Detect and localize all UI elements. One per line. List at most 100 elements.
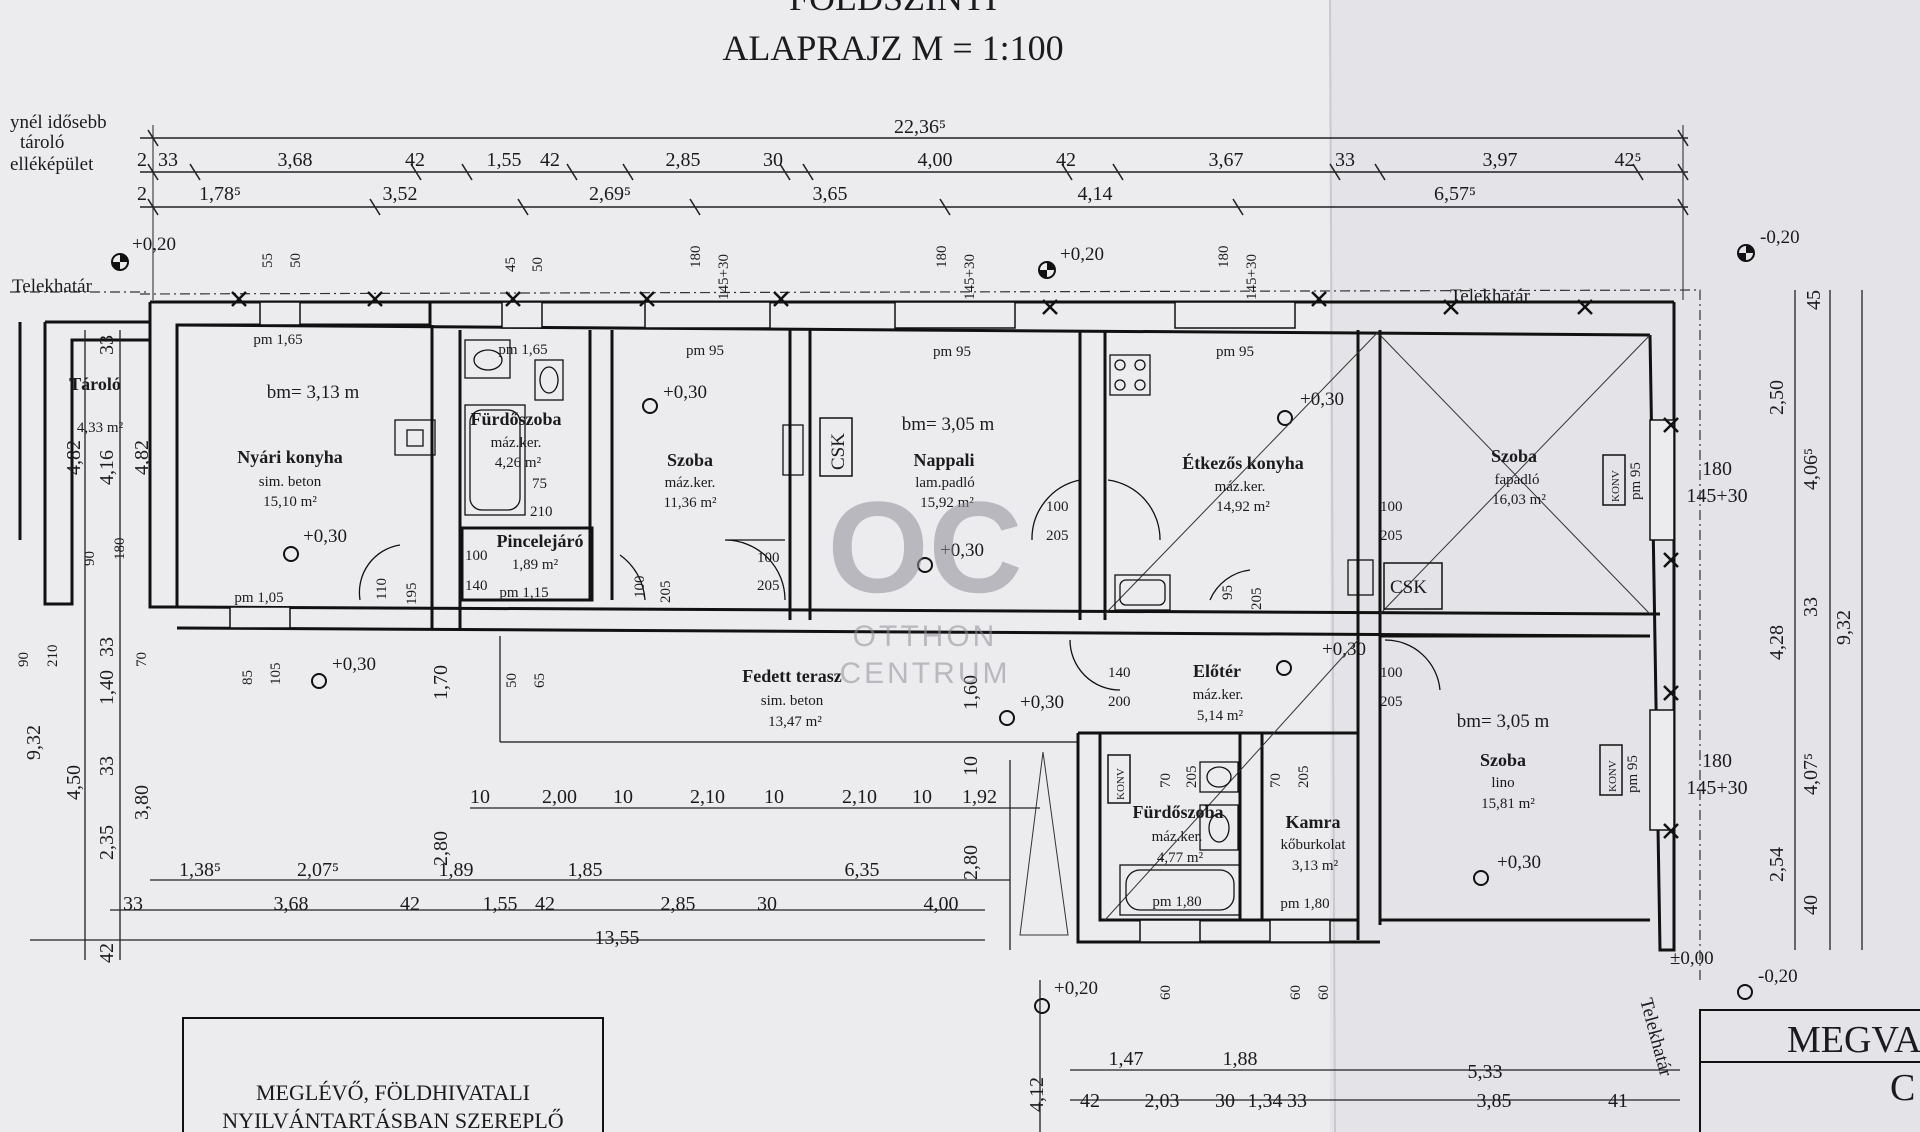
opening-dim: 50 — [530, 257, 546, 272]
door-label: 60 — [1316, 985, 1332, 1000]
door-label: 205 — [1380, 528, 1403, 544]
room-area: 16,03 m² — [1492, 492, 1546, 508]
dim-top-r1: 42 — [405, 149, 425, 171]
door-label: 90 — [82, 551, 98, 566]
dim-top-r2: 4,14 — [1078, 183, 1113, 205]
watermark: OC OTTHON CENTRUM — [828, 474, 1023, 690]
level-label: +0,30 — [940, 540, 984, 561]
room-area: 15,10 m² — [263, 494, 317, 510]
dim-right: 40 — [1800, 895, 1822, 915]
room-height: bm= 3,05 m — [902, 414, 995, 435]
dim-bottom-r2: 42 — [535, 893, 555, 915]
legend-box — [182, 1017, 604, 1132]
dim-bottom-r1: 6,35 — [845, 859, 880, 881]
room-area: 5,14 m² — [1197, 708, 1244, 724]
door-label: 70 — [134, 652, 150, 667]
door-label: 70 — [1268, 773, 1284, 788]
dim-bottom-r2: 2,85 — [661, 893, 696, 915]
csk-label: CSK — [828, 433, 849, 470]
dim-right: 4,06⁵ — [1800, 448, 1822, 490]
dim-bottom-r1: 1,89 — [439, 859, 474, 881]
level-label: +0,20 — [1054, 978, 1098, 999]
room-detail: máz.ker. — [665, 475, 716, 491]
konv-label: KONV — [1610, 470, 1622, 502]
room-detail: sim. beton — [259, 474, 322, 490]
room-detail: lino — [1491, 775, 1514, 791]
dim-top-r1: 42 — [1056, 149, 1076, 171]
dim-top-r1: 1,55 — [487, 149, 522, 171]
dim-bottom-r1: 2,07⁵ — [297, 859, 339, 881]
door-label: 95 — [1220, 585, 1236, 600]
door-label: 110 — [374, 578, 390, 600]
dim-bottom-r2: 3,68 — [274, 893, 309, 915]
dim-mid: 1,92 — [962, 786, 997, 808]
door-label: 70 — [1158, 773, 1174, 788]
door-label: 90 — [16, 652, 32, 667]
opening-dim: 145+30 — [1244, 254, 1260, 300]
dim-right: 180 — [1702, 750, 1732, 772]
level-label: +0,20 — [1060, 244, 1104, 265]
dim-mid: 2,10 — [842, 786, 877, 808]
opening-dim: 180 — [1216, 246, 1232, 269]
door-label: 195 — [404, 583, 420, 606]
dim-top-r1: 2,85 — [666, 149, 701, 171]
level-label: +0,30 — [1300, 389, 1344, 410]
opening-dim: 55 — [260, 253, 276, 268]
opening-dim: 50 — [288, 253, 304, 268]
dim-right: 145+30 — [1686, 485, 1747, 507]
dim-mid: 10 — [764, 786, 784, 808]
opening-dim: 45 — [503, 257, 519, 272]
room-detail: máz.ker. — [1193, 687, 1244, 703]
dim-bottom-r1: 1,85 — [568, 859, 603, 881]
dim-bottom-r4: 33 — [1287, 1090, 1307, 1112]
plan-title-1: FÖLDSZINTI — [789, 0, 997, 18]
csk-label: CSK — [1390, 577, 1427, 598]
room-detail: máz.ker. — [491, 435, 542, 451]
room-detail: lam.padló — [915, 475, 975, 491]
room-area: 4,77 m² — [1157, 850, 1204, 866]
konv-label: KONV — [1115, 768, 1127, 800]
dim-bottom-r4: 41 — [1608, 1090, 1628, 1112]
dim-left: 4,50 — [63, 765, 85, 800]
dim-top-r1: 42⁵ — [1615, 149, 1642, 171]
dim-mid: 1,70 — [430, 665, 452, 700]
dim-bottom-r1: 2,80 — [960, 845, 982, 880]
left-note-2: tároló — [20, 132, 64, 153]
room-parapet: pm 1,05 — [234, 590, 283, 606]
dim-mid: 10 — [613, 786, 633, 808]
room-name: Nyári konyha — [237, 447, 343, 467]
door-label: 205 — [658, 581, 674, 604]
door-label: 60 — [1158, 985, 1174, 1000]
opening-dim: 145+30 — [716, 254, 732, 300]
door-label: 140 — [1108, 665, 1131, 681]
dim-top-r1: 30 — [763, 149, 783, 171]
dim-mid: 10 — [912, 786, 932, 808]
room-name: Fürdőszoba — [1132, 802, 1223, 822]
dim-left: 1,40 — [96, 670, 118, 705]
door-label: 205 — [1249, 588, 1265, 611]
dim-bottom-r2: 4,00 — [924, 893, 959, 915]
door-label: 210 — [530, 504, 553, 520]
door-label: 105 — [268, 663, 284, 686]
dim-right: 2,54 — [1766, 847, 1788, 882]
dim-right: 180 — [1702, 458, 1732, 480]
room-parapet: pm 1,80 — [1152, 894, 1201, 910]
room-detail: fapadló — [1495, 472, 1540, 488]
level-label: +0,30 — [1322, 639, 1366, 660]
dim-right: 2,50 — [1766, 380, 1788, 415]
stamp-line-2: C — [1890, 1067, 1915, 1109]
konv-label: KONV — [1607, 760, 1619, 792]
watermark-line2: CENTRUM — [840, 657, 1011, 690]
telek-label: Telekhatár — [1450, 286, 1531, 307]
door-label: 205 — [1184, 766, 1200, 789]
room-name: Pincelejáró — [497, 531, 584, 551]
door-label: 140 — [465, 578, 488, 594]
dim-bottom-r2: 33 — [123, 893, 143, 915]
dim-left: 9,32 — [23, 725, 45, 760]
plan-title-2: ALAPRAJZ M = 1:100 — [722, 28, 1063, 68]
door-label: 100 — [1380, 499, 1403, 515]
dim-mid: 10 — [470, 786, 490, 808]
dim-bottom-r4: 30 — [1215, 1090, 1235, 1112]
door-label: 205 — [1046, 528, 1069, 544]
dim-bottom-r3: 1,88 — [1223, 1048, 1258, 1070]
